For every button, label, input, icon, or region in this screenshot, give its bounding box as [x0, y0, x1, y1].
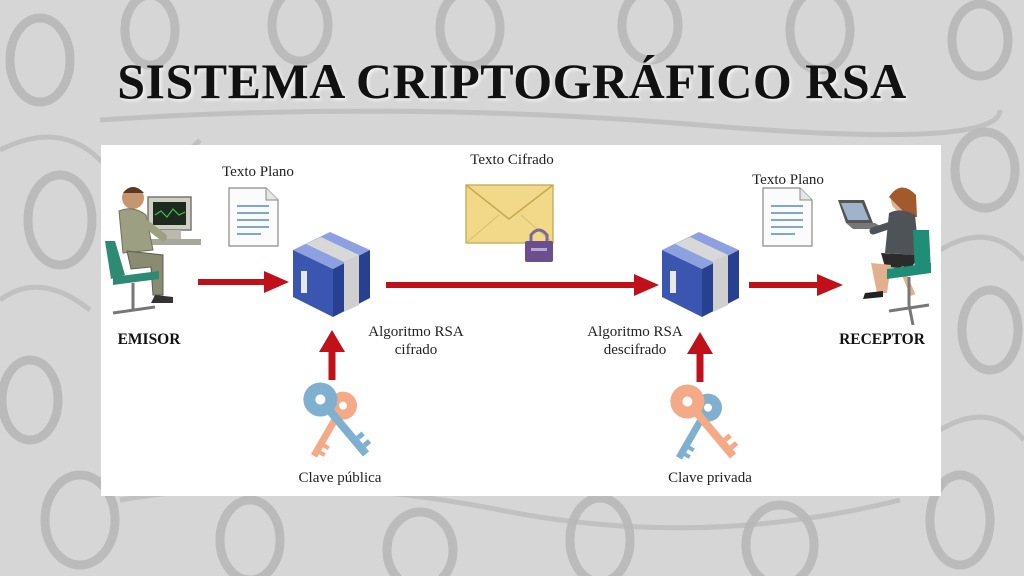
cipher-text-label: Texto Cifrado — [470, 152, 554, 168]
encrypt-cube-icon — [293, 232, 370, 317]
public-key-icon — [303, 382, 372, 458]
rsa-diagram — [105, 184, 931, 460]
plain-text-right-label: Texto Plano — [752, 172, 824, 188]
decrypt-algorithm-line2: descifrado — [603, 342, 667, 358]
plain-text-document-right-icon — [762, 187, 813, 247]
arrow-head-middle — [634, 274, 659, 296]
sender-icon — [105, 187, 201, 315]
page-title: SISTEMA CRIPTOGRÁFICO RSA — [117, 53, 907, 109]
plain-text-left-label: Texto Plano — [222, 164, 294, 180]
sender-label: EMISOR — [117, 331, 181, 348]
decrypt-cube-icon — [662, 232, 739, 317]
encrypt-algorithm-line1: Algoritmo RSA — [368, 324, 464, 340]
receiver-icon — [838, 187, 931, 326]
encrypt-algorithm-line2: cifrado — [394, 342, 438, 358]
arrow-head-receiver — [817, 274, 843, 296]
decrypt-algorithm-line1: Algoritmo RSA — [587, 324, 683, 340]
decrypt-algorithm-label: Algoritmo RSA descifrado — [575, 323, 695, 359]
encrypt-algorithm-label: Algoritmo RSA cifrado — [356, 323, 476, 359]
flow-arrows — [198, 271, 843, 382]
arrow-head-sender — [264, 271, 289, 293]
lock-icon — [525, 228, 553, 262]
receiver-label: RECEPTOR — [839, 331, 925, 348]
private-key-label: Clave privada — [668, 470, 752, 486]
public-key-label: Clave pública — [298, 470, 382, 486]
rsa-diagram-panel: Texto Plano Texto Cifrado Texto Plano EM… — [101, 145, 941, 496]
arrow-head-private-key — [687, 332, 713, 354]
private-key-icon — [670, 384, 739, 460]
cipher-envelope-icon — [465, 184, 554, 244]
arrow-head-public-key — [319, 330, 345, 352]
plain-text-document-left-icon — [228, 187, 279, 247]
